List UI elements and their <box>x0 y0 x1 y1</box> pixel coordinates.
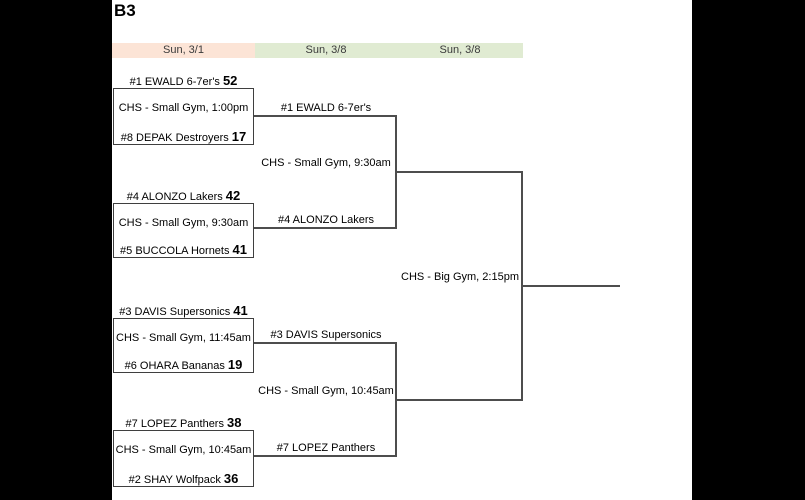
semifinal-2-venue: CHS - Small Gym, 10:45am <box>258 385 394 397</box>
column-header-semifinal: Sun, 3/8 <box>255 43 397 58</box>
team-name: #7 LOPEZ Panthers <box>125 418 224 430</box>
division-title: B3 <box>114 1 136 20</box>
bracket-sheet: B3 Sun, 3/1 Sun, 3/8 Sun, 3/8 #1 EWALD 6… <box>112 0 692 500</box>
semifinal-1-venue: CHS - Small Gym, 9:30am <box>261 157 391 169</box>
match-4-venue: CHS - Small Gym, 10:45am <box>115 444 252 456</box>
team-name: #5 BUCCOLA Hornets <box>120 245 230 257</box>
semifinal-2-slot-2: #7 LOPEZ Panthers <box>276 442 376 454</box>
team-name: #3 DAVIS Supersonics <box>119 306 231 318</box>
team-name: #8 DEPAK Destroyers <box>120 132 229 144</box>
team-name: #6 OHARA Bananas <box>124 360 225 372</box>
final-venue: CHS - Big Gym, 2:15pm <box>401 271 519 283</box>
champion-line <box>521 285 620 287</box>
match-2-box <box>113 203 254 258</box>
team-score: 41 <box>232 242 247 257</box>
column-header-round1: Sun, 3/1 <box>112 43 255 58</box>
semifinal-1-winner-line <box>395 171 523 173</box>
team-score: 19 <box>227 357 243 372</box>
semifinal-1-slot-1: #1 EWALD 6-7er's <box>280 102 372 114</box>
column-header-final: Sun, 3/8 <box>397 43 523 58</box>
winner-line-match-4 <box>254 455 397 457</box>
match-4-box <box>113 430 254 487</box>
match-3-venue: CHS - Small Gym, 11:45am <box>116 332 251 344</box>
team-score: 41 <box>233 303 248 318</box>
match-1-box <box>113 88 254 145</box>
match-1-venue: CHS - Small Gym, 1:00pm <box>118 102 249 114</box>
semifinal-2-winner-line <box>395 399 523 401</box>
semifinal-2-slot-1: #3 DAVIS Supersonics <box>270 329 382 341</box>
match-3-box <box>113 318 254 373</box>
team-score: 17 <box>231 129 247 144</box>
winner-line-match-2 <box>254 227 397 229</box>
team-name: #2 SHAY Wolfpack <box>128 474 221 486</box>
team-score: 52 <box>222 73 238 88</box>
winner-line-match-1 <box>254 115 397 117</box>
team-name: #1 EWALD 6-7er's <box>129 76 220 88</box>
team-score: 42 <box>225 188 241 203</box>
team-score: 36 <box>223 471 239 486</box>
team-name: #4 ALONZO Lakers <box>126 191 223 203</box>
team-score: 38 <box>226 415 242 430</box>
semifinal-1-slot-2: #4 ALONZO Lakers <box>278 214 374 226</box>
match-2-venue: CHS - Small Gym, 9:30am <box>118 217 249 229</box>
winner-line-match-3 <box>254 342 397 344</box>
